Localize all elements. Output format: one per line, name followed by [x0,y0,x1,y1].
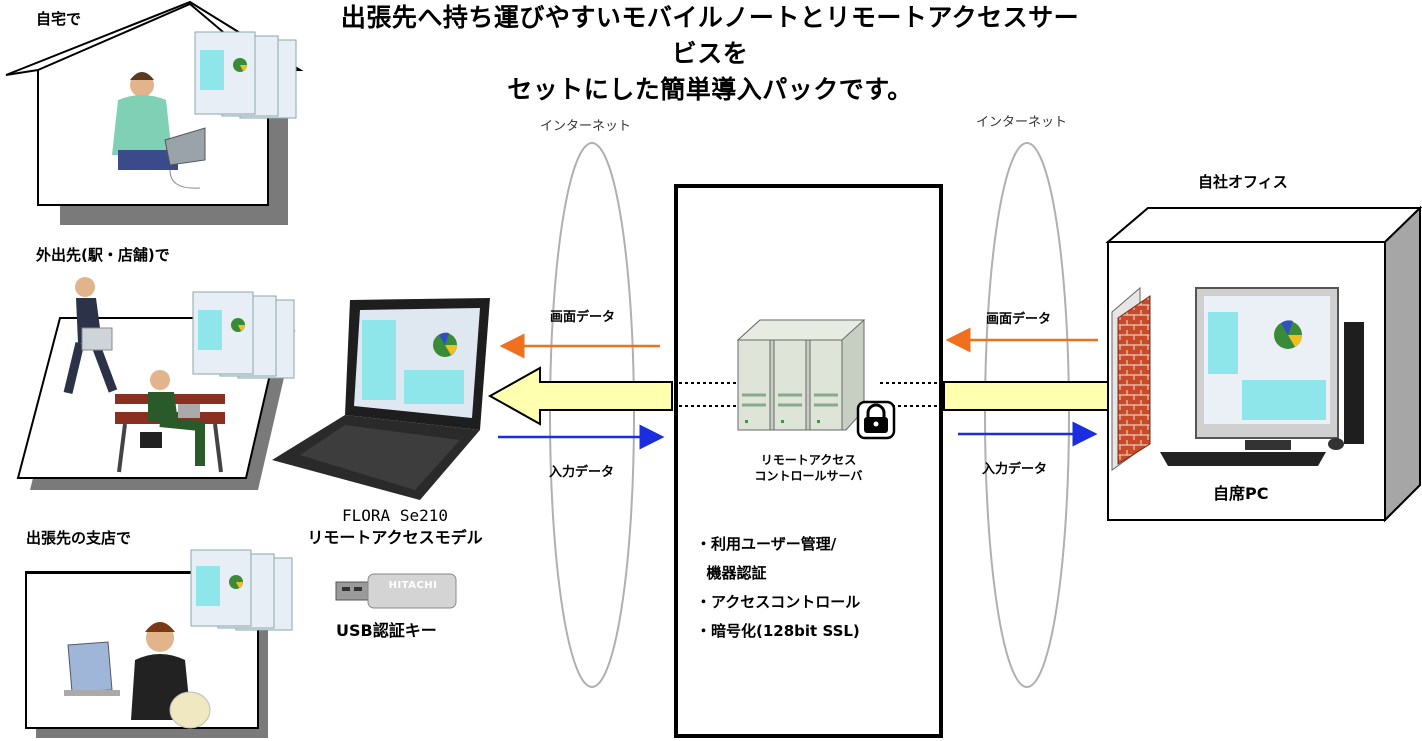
internet-ring-left [549,142,635,688]
outside-label: 外出先(駅・店舗)で [36,246,170,264]
usb-brand: HITACHI [388,580,438,591]
server-label: リモートアクセス コントロールサーバ [676,452,941,484]
home-person-icon [112,72,206,189]
server-features: ・利用ユーザー管理/ 機器認証 ・アクセスコントロール ・暗号化(128bit … [696,530,936,646]
page-title: 出張先へ持ち運びやすいモバイルノートとリモートアクセスサービスを セットにした簡… [330,0,1090,108]
feature-item: ・アクセスコントロール [696,593,861,611]
input-data-label-left: 入力データ [549,465,615,480]
internet-label-left: インターネット [540,119,632,134]
title-line-2: セットにした簡単導入パックです。 [507,75,913,104]
branch-person-icon [64,622,211,729]
server-rack-icon [736,319,866,431]
server-box [674,184,943,738]
title-line-1: 出張先へ持ち運びやすいモバイルノートとリモートアクセスサービスを [340,3,1080,68]
walking-person-icon [63,277,118,395]
server-label-line-1: リモートアクセス [760,453,857,467]
firewall-icon [1111,286,1151,471]
lock-icon [856,400,896,440]
laptop-variant: リモートアクセスモデル [307,528,483,547]
home-screens-icon [194,31,297,119]
branch-screens-icon [190,549,293,631]
usb-key-label: USB認証キー [336,621,437,640]
server-label-line-2: コントロールサーバ [754,469,863,483]
input-data-label-right: 入力データ [982,462,1048,477]
office-title: 自社オフィス [1198,173,1288,191]
sitting-person-icon [115,370,225,473]
office-pc-label: 自席PC [1213,484,1269,503]
screen-data-label-left: 画面データ [550,310,616,325]
office-pc-icon [1160,287,1364,466]
outside-screens-icon [192,291,295,379]
screen-data-label-right: 画面データ [986,312,1052,327]
laptop-caption: FLORA Se210 リモートアクセスモデル [295,505,495,549]
fat-arrow-left [487,366,673,426]
laptop-icon [272,298,490,500]
feature-item: ・暗号化(128bit SSL) [696,622,860,640]
feature-item: 機器認証 [696,564,767,582]
internet-label-right: インターネット [976,115,1068,130]
home-label: 自宅で [36,10,82,28]
internet-ring-right [984,142,1070,688]
laptop-model: FLORA Se210 [342,506,448,525]
branch-label: 出張先の支店で [26,529,132,547]
usb-key-icon [335,573,457,609]
feature-item: ・利用ユーザー管理/ [696,535,837,553]
